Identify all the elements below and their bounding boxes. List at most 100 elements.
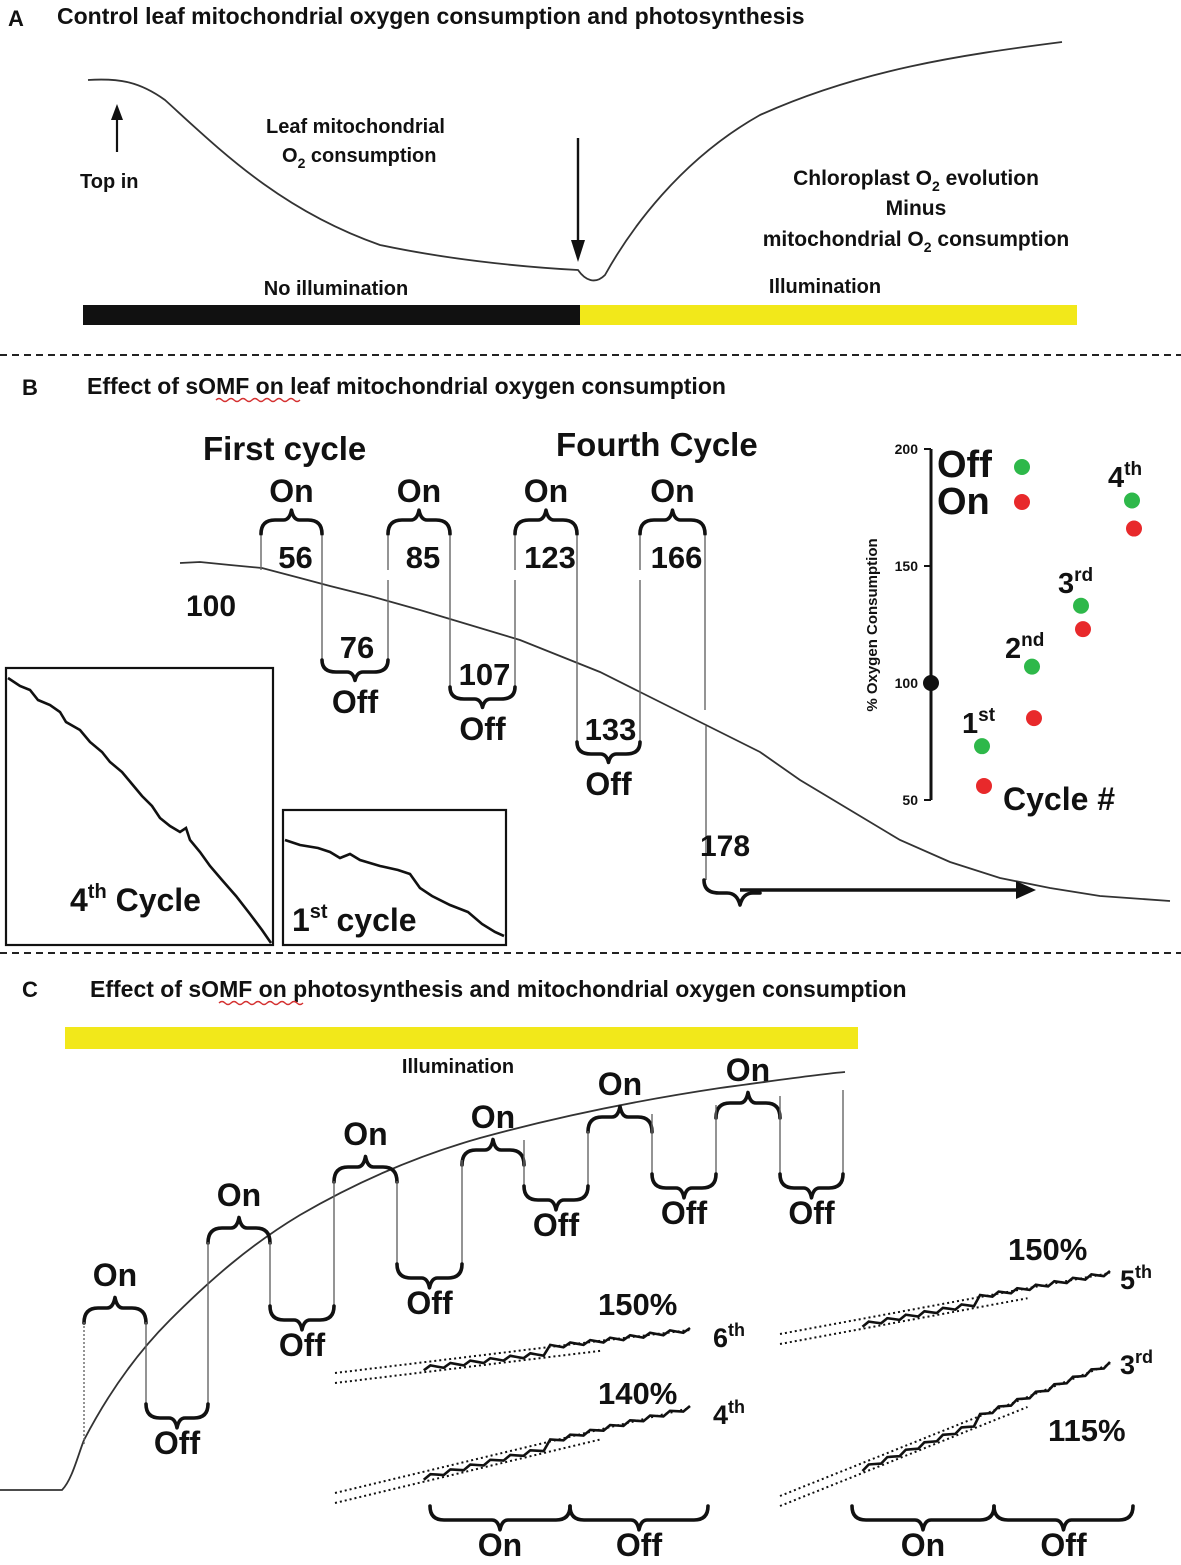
on-value-b-3: 123: [524, 540, 576, 575]
on-brace-b-1: [259, 508, 324, 536]
somf-term: sOMF: [185, 373, 249, 399]
panel-b-letter: B: [22, 375, 38, 400]
off-label-c-2: Off: [279, 1327, 326, 1363]
panel-c-illumination-bar: [65, 1027, 858, 1049]
somf-spellcheck-underline: [215, 397, 301, 403]
on-label-c-3: On: [343, 1116, 387, 1152]
legend-on-dot: [1014, 494, 1030, 510]
bottom-brace-4: [992, 1504, 1135, 1532]
on-label-b-1: On: [269, 473, 313, 509]
off-brace-b-2: [448, 685, 517, 710]
bottom-label-2: Off: [616, 1527, 663, 1563]
on-brace-c-6: [714, 1090, 782, 1120]
on-brace-c-5: [586, 1104, 654, 1134]
off-value-b-3: 133: [585, 712, 637, 747]
off-brace-c-1: [144, 1402, 210, 1430]
scatter-points: [923, 492, 1142, 794]
point-on-cycle-2: [1026, 710, 1042, 727]
off-label-c-5: Off: [661, 1195, 708, 1231]
on-label-c-5: On: [598, 1066, 642, 1102]
off-brace-c-5: [650, 1172, 718, 1200]
panel-c: C Effect of sOMF on photosynthesis and m…: [0, 976, 1153, 1563]
bottom-brace-3: [850, 1504, 996, 1532]
inset-lower-fit-4: [779, 1406, 1028, 1507]
panel-a-letter: A: [8, 6, 24, 31]
on-brace-c-4: [460, 1137, 526, 1167]
off-label-b-1: Off: [332, 684, 379, 720]
on-label-c-4: On: [471, 1099, 515, 1135]
inset-fourth-cycle: 4th Cycle: [4, 666, 275, 947]
off-brace-c-6: [778, 1172, 845, 1200]
inset-trace-4: [861, 1361, 1111, 1472]
on-brace-b-4: [638, 508, 707, 536]
inset-fourth-label: 4th Cycle: [70, 881, 201, 918]
point-off-cycle-1: [974, 738, 990, 755]
panel-b-title: Effect of sOMF on leaf mitochondrial oxy…: [87, 373, 726, 399]
panel-a-oxygen-trace: [87, 41, 1063, 282]
on-brace-c-1: [82, 1295, 148, 1325]
panel-b: B Effect of sOMF on leaf mitochondrial o…: [4, 373, 1171, 947]
inset-percent-1: 150%: [598, 1287, 677, 1322]
off-value-b-1: 76: [340, 630, 374, 665]
on-label-b-3: On: [524, 473, 568, 509]
on-value-b-2: 85: [406, 540, 440, 575]
scatter-x-axis-label: Cycle #: [1003, 781, 1115, 817]
off-brace-c-2: [268, 1304, 336, 1332]
bottom-brace-1: [428, 1504, 572, 1532]
inset-3rd: 115%3rd: [779, 1347, 1153, 1507]
inset-percent-2: 140%: [598, 1376, 677, 1411]
mito-label-line2: O2 consumption: [282, 145, 436, 171]
inset-first-cycle: 1st cycle: [281, 808, 508, 947]
on-value-b-4: 166: [651, 540, 703, 575]
cycle-label-4: 4th: [1108, 459, 1142, 494]
chloro-label-line3: mitochondrial O2 consumption: [763, 228, 1069, 255]
panel-a-title: Control leaf mitochondrial oxygen consum…: [57, 3, 805, 29]
on-label-c-1: On: [93, 1257, 137, 1293]
off-label-c-4: Off: [533, 1207, 580, 1243]
inset-percent-3: 150%: [1008, 1232, 1087, 1267]
top-in-label: Top in: [80, 171, 139, 193]
off-brace-c-3: [395, 1262, 464, 1290]
on-label-b-2: On: [397, 473, 441, 509]
on-brace-c-2: [206, 1215, 272, 1245]
inset-percent-4: 115%: [1048, 1413, 1126, 1448]
inset-cycle-label-2: 4th: [713, 1397, 745, 1430]
on-label-b-4: On: [650, 473, 694, 509]
on-label-c-6: On: [726, 1052, 770, 1088]
panel-a: A Control leaf mitochondrial oxygen cons…: [8, 3, 1077, 325]
fourth-cycle-label: Fourth Cycle: [556, 426, 758, 463]
point-off-cycle-2: [1024, 658, 1040, 675]
bottom-label-3: On: [901, 1527, 945, 1563]
point-on-cycle-1: [976, 777, 992, 794]
off-label-c-3: Off: [406, 1285, 453, 1321]
inset-lower-fit-3: [779, 1297, 1028, 1345]
inset-6th: 150%6th: [334, 1287, 745, 1384]
y-tick-label-100: 100: [895, 675, 919, 691]
illumination-label-a: Illumination: [769, 276, 881, 298]
off-label-c-6: Off: [788, 1195, 835, 1231]
somf-term-c: sOMF: [188, 976, 252, 1002]
point-off-cycle-3: [1073, 597, 1089, 614]
legend-off-dot: [1014, 459, 1030, 475]
first-cycle-label: First cycle: [203, 430, 366, 467]
scatter-y-axis-label: % Oxygen Consumption: [864, 538, 881, 711]
y-tick-label-200: 200: [895, 441, 919, 457]
inset-upper-fit-3: [779, 1272, 1111, 1335]
off-brace-b-3: [575, 740, 642, 765]
mito-label-line1: Leaf mitochondrial: [266, 116, 445, 138]
dark-bar: [83, 305, 580, 325]
on-brace-c-3: [332, 1154, 399, 1184]
inset-4th: 140% 4th: [334, 1376, 745, 1504]
panel-c-title: Effect of sOMF on photosynthesis and mit…: [90, 976, 907, 1002]
top-in-arrow: [111, 104, 123, 152]
cycle-label-1: 1st: [962, 705, 996, 740]
inset-5th: 150%5th: [779, 1232, 1152, 1345]
panel-c-photosynthesis-trace: [0, 1071, 846, 1491]
bottom-label-4: Off: [1040, 1527, 1087, 1563]
inset-trace-1: [423, 1326, 691, 1372]
